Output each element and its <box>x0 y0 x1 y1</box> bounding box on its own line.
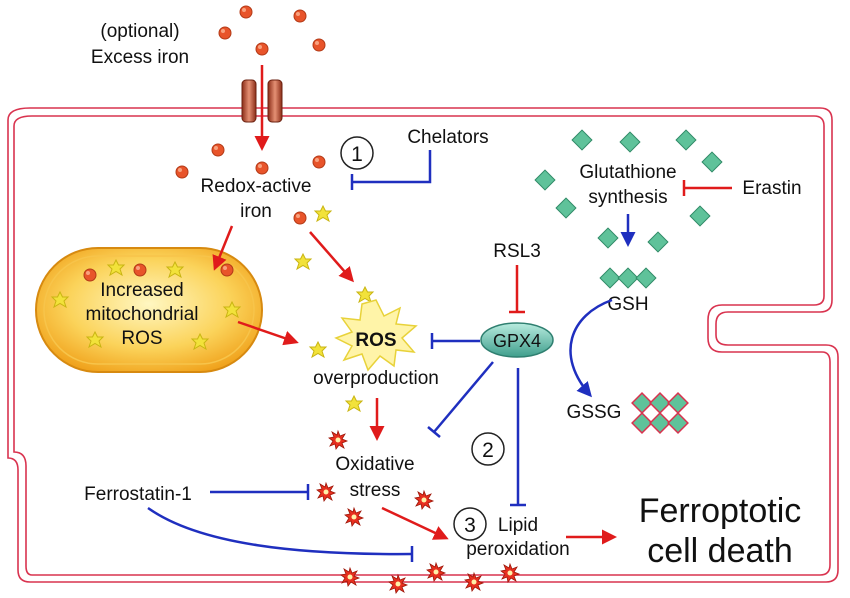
iron-to-ros-arrow <box>309 231 354 283</box>
overproduction-label: overproduction <box>313 368 439 389</box>
step-3-badge <box>453 507 487 541</box>
glutathione-label-2: synthesis <box>588 187 667 208</box>
step-2-number: 2 <box>482 439 494 462</box>
step-3-number: 3 <box>464 514 476 537</box>
optional-label: (optional) <box>100 21 179 42</box>
gssg-molecule <box>631 392 689 434</box>
glutathione-label-1: Glutathione <box>579 162 676 183</box>
ros-label: ROS <box>355 330 396 351</box>
mito-label-3: ROS <box>121 328 162 349</box>
ros-burst <box>334 299 418 372</box>
iron-to-mito-arrow <box>212 225 234 271</box>
cell-membrane <box>7 107 839 583</box>
chelators-label: Chelators <box>407 127 488 148</box>
gssg-label: GSSG <box>567 402 622 423</box>
ferrostatin-stress-inhibition <box>210 484 310 500</box>
gsh-label: GSH <box>607 294 648 315</box>
mito-to-ros-arrow <box>237 320 299 346</box>
lipid-label-1: Lipid <box>498 515 538 536</box>
step-2-badge <box>471 432 505 466</box>
mito-label-1: Increased <box>100 280 183 301</box>
erastin-label: Erastin <box>742 178 801 199</box>
stress-to-lipid-arrow <box>381 506 449 540</box>
rsl3-inhibition <box>509 265 525 314</box>
gpx4-ros-inhibition <box>430 333 480 349</box>
gpx4-lipid-inhibition <box>510 368 526 507</box>
excess-iron-dots <box>218 5 326 56</box>
mito-label-2: mitochondrial <box>86 304 199 325</box>
ferrostatin-label: Ferrostatin-1 <box>84 484 192 505</box>
excess-iron-label: Excess iron <box>91 47 189 68</box>
redox-label-1: Redox-active <box>201 176 312 197</box>
oxidative-label-1: Oxidative <box>335 454 414 475</box>
gpx4-enzyme <box>480 322 554 358</box>
step-1-number: 1 <box>351 143 363 166</box>
death-label-1: Ferroptotic <box>639 492 802 530</box>
gpx4-stress-inhibition <box>427 361 494 438</box>
gsh-molecule <box>599 267 657 289</box>
oxidative-label-2: stress <box>350 480 401 501</box>
step-1-badge <box>340 136 374 170</box>
chelators-inhibition <box>350 150 432 190</box>
death-label-2: cell death <box>647 532 793 570</box>
redox-label-2: iron <box>240 201 272 222</box>
rsl3-label: RSL3 <box>493 241 541 262</box>
gpx4-label: GPX4 <box>493 331 541 351</box>
gsh-to-gssg-arrow <box>569 298 613 398</box>
erastin-inhibition <box>682 180 732 196</box>
iron-channel <box>241 79 283 123</box>
lipid-label-2: peroxidation <box>466 539 570 560</box>
ferrostatin-lipid-inhibition <box>147 506 414 562</box>
mitochondrion <box>35 247 263 373</box>
